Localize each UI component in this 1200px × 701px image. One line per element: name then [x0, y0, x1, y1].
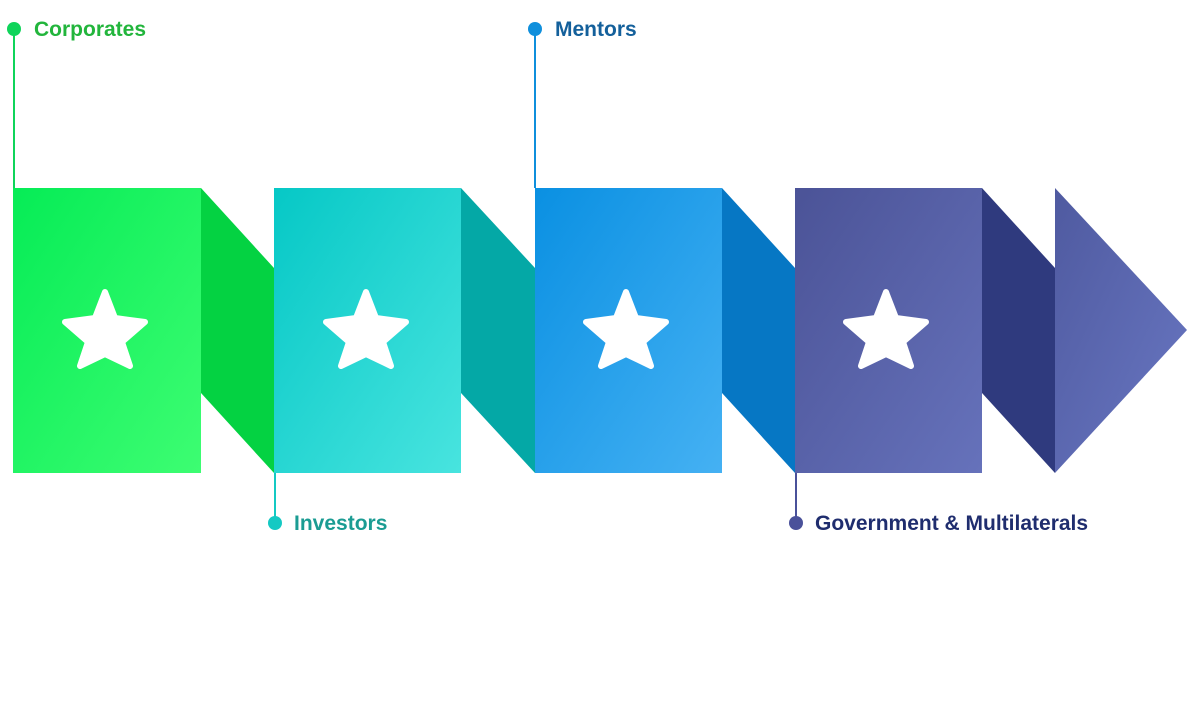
connector-dot — [789, 516, 803, 530]
star-icon — [62, 289, 148, 369]
stage-label: Government & Multilaterals — [815, 512, 1088, 535]
stage-corporates: Corporates — [7, 18, 274, 473]
stage-fold — [461, 188, 535, 473]
connector-dot — [528, 22, 542, 36]
stage-fold — [722, 188, 795, 473]
stage-fold — [201, 188, 274, 473]
connector-dot — [7, 22, 21, 36]
star-icon — [583, 289, 669, 369]
connector-dot — [268, 516, 282, 530]
stage-government-multilaterals: Government & Multilaterals — [789, 188, 1088, 535]
stage-fold — [982, 188, 1055, 473]
stage-label: Corporates — [34, 18, 146, 41]
arrow-head — [1055, 188, 1187, 473]
stage-investors: Investors — [268, 188, 535, 535]
stage-label: Investors — [294, 512, 387, 535]
star-icon — [323, 289, 409, 369]
star-icon — [843, 289, 929, 369]
stage-mentors: Mentors — [528, 18, 795, 473]
stage-label: Mentors — [555, 18, 637, 41]
